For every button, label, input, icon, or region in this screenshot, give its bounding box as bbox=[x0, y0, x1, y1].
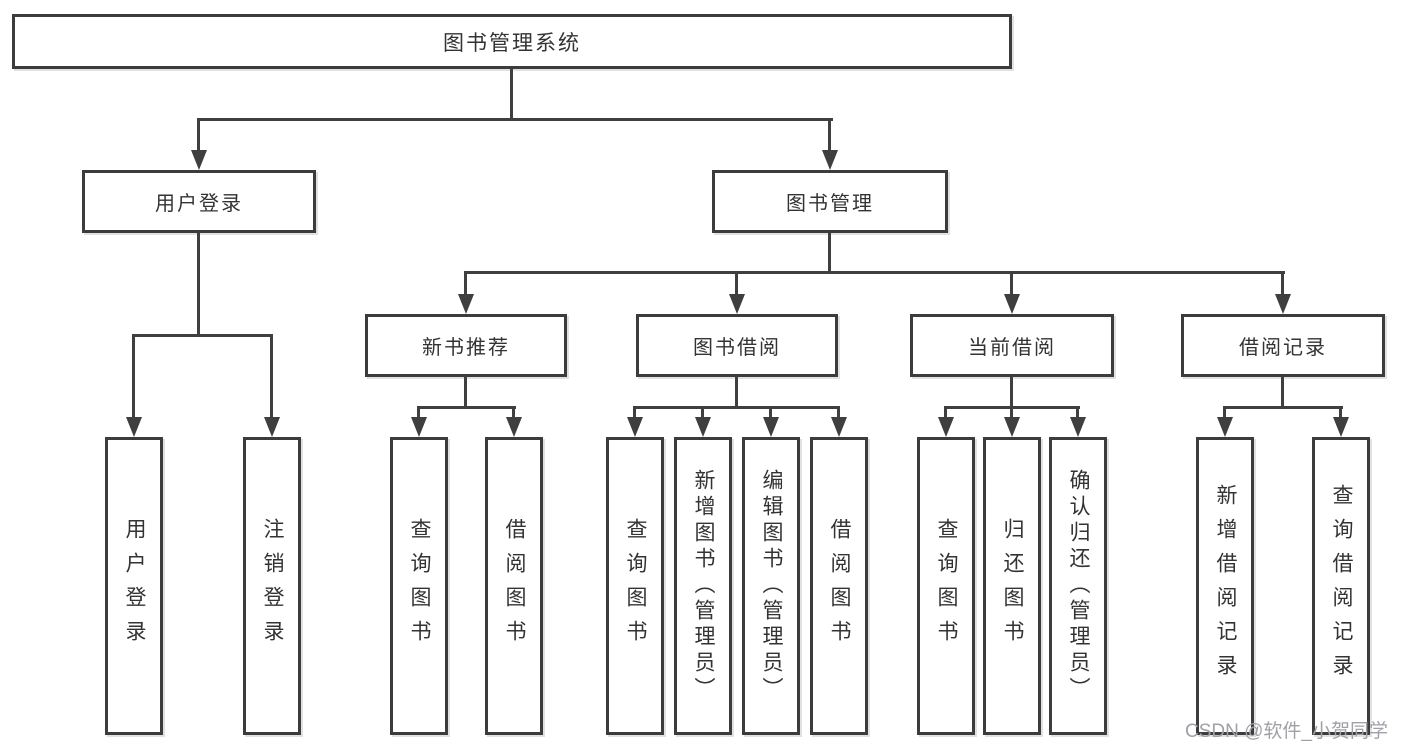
edge-drop bbox=[1010, 406, 1013, 419]
arrow-down-icon bbox=[695, 417, 711, 437]
arrow-down-icon bbox=[1333, 417, 1349, 437]
leaf-user-login: 用户登录 bbox=[105, 437, 163, 735]
edge-current-borrowing-stem bbox=[1010, 376, 1013, 409]
edge-drop bbox=[1076, 406, 1079, 419]
arrow-down-icon bbox=[458, 294, 474, 314]
arrow-down-icon bbox=[1004, 294, 1020, 314]
edge-drop bbox=[512, 406, 515, 419]
leaf-query-books-current: 查询图书 bbox=[917, 437, 975, 735]
arrow-down-icon bbox=[831, 417, 847, 437]
arrow-down-icon bbox=[938, 417, 954, 437]
arrow-down-icon bbox=[1275, 294, 1291, 314]
edge-drop-borrow-records bbox=[1281, 271, 1284, 295]
arrow-down-icon bbox=[411, 417, 427, 437]
leaf-add-borrow-record: 新增借阅记录 bbox=[1196, 437, 1254, 735]
leaf-query-books-recommend: 查询图书 bbox=[390, 437, 448, 735]
node-new-book-recommend: 新书推荐 bbox=[365, 314, 567, 377]
arrow-down-icon bbox=[1217, 417, 1233, 437]
edge-drop bbox=[769, 406, 772, 419]
edge-drop bbox=[633, 406, 636, 419]
leaf-edit-books-admin: 编辑图书（管理员） bbox=[742, 437, 800, 735]
edge-drop-new-book bbox=[464, 271, 467, 295]
node-borrow-records: 借阅记录 bbox=[1181, 314, 1385, 377]
edge-drop bbox=[944, 406, 947, 419]
edge-book-management-rail bbox=[464, 271, 1285, 274]
edge-drop-leaf-user-login bbox=[132, 334, 135, 418]
leaf-query-books-borrowing: 查询图书 bbox=[606, 437, 664, 735]
edge-user-login-rail bbox=[132, 334, 273, 337]
edge-borrow-records-stem bbox=[1281, 376, 1284, 409]
edge-root-stem bbox=[510, 69, 513, 118]
edge-book-borrowing-stem bbox=[735, 376, 738, 409]
node-book-management: 图书管理 bbox=[712, 170, 948, 233]
leaf-query-borrow-record: 查询借阅记录 bbox=[1312, 437, 1370, 735]
arrow-down-icon bbox=[763, 417, 779, 437]
edge-user-login-stem bbox=[197, 233, 200, 336]
arrow-down-icon bbox=[822, 150, 838, 170]
edge-drop bbox=[837, 406, 840, 419]
arrow-down-icon bbox=[729, 294, 745, 314]
arrow-down-icon bbox=[627, 417, 643, 437]
edge-drop bbox=[1339, 406, 1342, 419]
arrow-down-icon bbox=[126, 417, 142, 437]
node-current-borrowing: 当前借阅 bbox=[910, 314, 1114, 377]
leaf-borrow-books: 借阅图书 bbox=[810, 437, 868, 735]
leaf-logout: 注销登录 bbox=[243, 437, 301, 735]
edge-drop-book-management bbox=[828, 118, 831, 151]
edge-book-management-stem bbox=[828, 233, 831, 274]
node-book-borrowing: 图书借阅 bbox=[636, 314, 838, 377]
leaf-borrow-books-recommend: 借阅图书 bbox=[485, 437, 543, 735]
edge-drop-book-borrowing bbox=[735, 271, 738, 295]
edge-drop-current-borrowing bbox=[1010, 271, 1013, 295]
arrow-down-icon bbox=[191, 150, 207, 170]
edge-new-book-stem bbox=[464, 376, 467, 409]
edge-root-rail bbox=[197, 118, 833, 121]
leaf-add-books-admin: 新增图书（管理员） bbox=[674, 437, 732, 735]
edge-new-book-rail bbox=[417, 406, 516, 409]
arrow-down-icon bbox=[506, 417, 522, 437]
node-library-system: 图书管理系统 bbox=[12, 14, 1012, 69]
node-user-login: 用户登录 bbox=[82, 170, 316, 233]
csdn-watermark: CSDN @软件_小贺同学 bbox=[1185, 721, 1388, 742]
edge-borrow-records-rail bbox=[1223, 406, 1343, 409]
arrow-down-icon bbox=[1070, 417, 1086, 437]
edge-drop-user-login bbox=[197, 118, 200, 151]
edge-drop bbox=[417, 406, 420, 419]
leaf-return-books: 归还图书 bbox=[983, 437, 1041, 735]
edge-book-borrowing-rail bbox=[633, 406, 840, 409]
edge-drop bbox=[1223, 406, 1226, 419]
arrow-down-icon bbox=[264, 417, 280, 437]
leaf-confirm-return-admin: 确认归还（管理员） bbox=[1049, 437, 1107, 735]
arrow-down-icon bbox=[1004, 417, 1020, 437]
edge-drop bbox=[701, 406, 704, 419]
edge-drop-leaf-logout bbox=[270, 334, 273, 418]
